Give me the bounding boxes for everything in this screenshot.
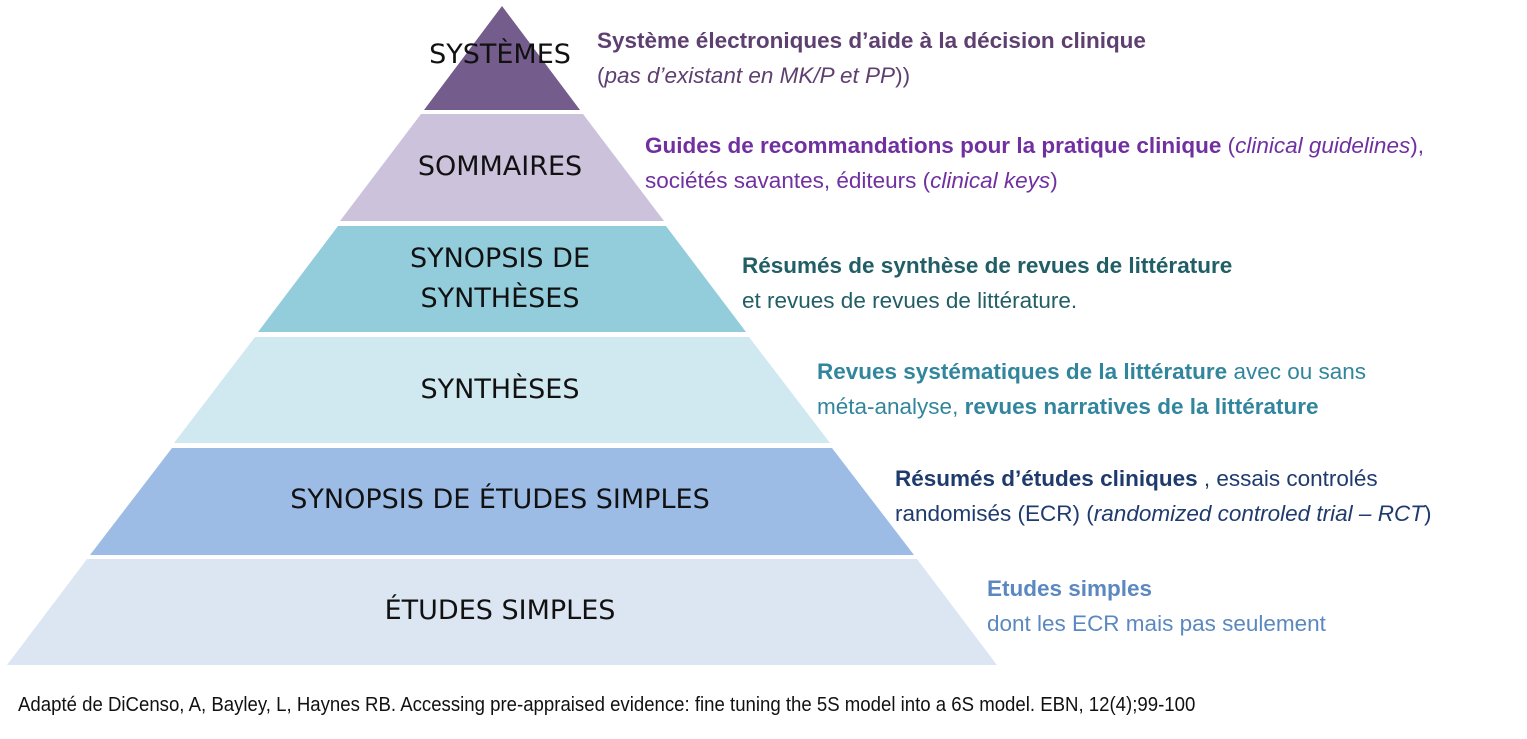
desc-run: revues narratives de la littérature xyxy=(964,394,1319,419)
desc-run: Résumés de synthèse de revues de littéra… xyxy=(742,253,1233,278)
desc-line-1: Etudes simples xyxy=(987,571,1326,606)
tier-shape-syntheses xyxy=(174,337,830,443)
desc-run: sociétés savantes, éditeurs ( xyxy=(645,168,931,193)
desc-line-2: randomisés (ECR) (randomized controled t… xyxy=(895,496,1431,531)
desc-run: , essais controlés xyxy=(1197,466,1378,491)
tier-shape-systemes xyxy=(424,6,580,110)
desc-systemes: Système électroniques d’aide à la décisi… xyxy=(597,23,1146,93)
tier-shape-synopsis-etudes xyxy=(90,448,914,555)
desc-line-1: Résumés de synthèse de revues de littéra… xyxy=(742,248,1232,283)
desc-line-1: Résumés d’études cliniques , essais cont… xyxy=(895,461,1431,496)
desc-line-2: (pas d’existant en MK/P et PP)) xyxy=(597,58,1146,93)
desc-run: randomisés (ECR) ( xyxy=(895,501,1094,526)
tier-label-line: SYNOPSIS DE ÉTUDES SIMPLES xyxy=(290,484,710,515)
desc-run: Résumés d’études cliniques xyxy=(895,466,1198,491)
tier-label-synopsis-etudes: SYNOPSIS DE ÉTUDES SIMPLES xyxy=(250,480,750,520)
desc-syntheses: Revues systématiques de la littérature a… xyxy=(817,354,1366,424)
desc-line-2: sociétés savantes, éditeurs (clinical ke… xyxy=(645,163,1424,198)
desc-synopsis-etudes: Résumés d’études cliniques , essais cont… xyxy=(895,461,1431,531)
desc-run: méta-analyse, xyxy=(817,394,965,419)
desc-line-2: et revues de revues de littérature. xyxy=(742,283,1232,318)
tier-label-synopsis-syntheses: SYNOPSIS DE SYNTHÈSES xyxy=(250,239,750,319)
tier-label-sommaires: SOMMAIRES xyxy=(250,147,750,187)
desc-run: ) xyxy=(1050,168,1058,193)
tier-label-line: SYSTÈMES xyxy=(429,39,571,70)
desc-run: et revues de revues de littérature. xyxy=(742,288,1078,313)
desc-run: randomized controled trial – RCT xyxy=(1093,501,1424,526)
desc-run: Etudes simples xyxy=(987,576,1153,601)
desc-run: ) xyxy=(1423,501,1432,526)
tier-shape-sommaires xyxy=(340,114,664,221)
desc-run: clinical keys xyxy=(930,168,1051,193)
desc-line-1: Revues systématiques de la littérature a… xyxy=(817,354,1366,389)
desc-etudes: Etudes simples dont les ECR mais pas seu… xyxy=(987,571,1326,641)
tier-label-line: SYNOPSIS DE xyxy=(409,243,591,274)
tier-label-line: ÉTUDES SIMPLES xyxy=(384,595,616,626)
tier-label-line: SYNTHÈSES xyxy=(420,283,580,314)
tier-label-systemes: SYSTÈMES xyxy=(250,35,750,75)
desc-run: Système électroniques d’aide à la décisi… xyxy=(597,28,1146,53)
desc-synopsis-syntheses: Résumés de synthèse de revues de littéra… xyxy=(742,248,1232,318)
desc-run: dont les ECR mais pas seulement xyxy=(987,611,1326,636)
desc-run: ( xyxy=(1221,133,1236,158)
desc-line-1: Système électroniques d’aide à la décisi… xyxy=(597,23,1146,58)
desc-run: ) xyxy=(902,63,911,88)
tier-label-syntheses: SYNTHÈSES xyxy=(250,370,750,410)
tier-label-etudes: ÉTUDES SIMPLES xyxy=(250,591,750,631)
desc-run: Revues systématiques de la littérature xyxy=(817,359,1228,384)
tier-shape-synopsis-syntheses xyxy=(258,226,746,332)
desc-line-1: Guides de recommandations pour la pratiq… xyxy=(645,128,1424,163)
desc-run: ), xyxy=(1410,133,1424,158)
desc-line-2: dont les ECR mais pas seulement xyxy=(987,606,1326,641)
desc-line-2: méta-analyse, revues narratives de la li… xyxy=(817,389,1366,424)
desc-sommaires: Guides de recommandations pour la pratiq… xyxy=(645,128,1424,198)
desc-run: Guides de recommandations pour la pratiq… xyxy=(645,133,1222,158)
desc-run: ( xyxy=(597,63,605,88)
desc-run: ) xyxy=(895,63,903,88)
desc-run: pas d’existant en MK/P et PP xyxy=(604,63,896,88)
desc-run: clinical guidelines xyxy=(1235,133,1411,158)
tier-label-line: SYNTHÈSES xyxy=(420,374,580,405)
citation: Adapté de DiCenso, A, Bayley, L, Haynes … xyxy=(18,694,1196,716)
desc-run: avec ou sans xyxy=(1227,359,1367,384)
tier-label-line: SOMMAIRES xyxy=(417,151,583,182)
tier-shape-etudes xyxy=(7,559,997,665)
